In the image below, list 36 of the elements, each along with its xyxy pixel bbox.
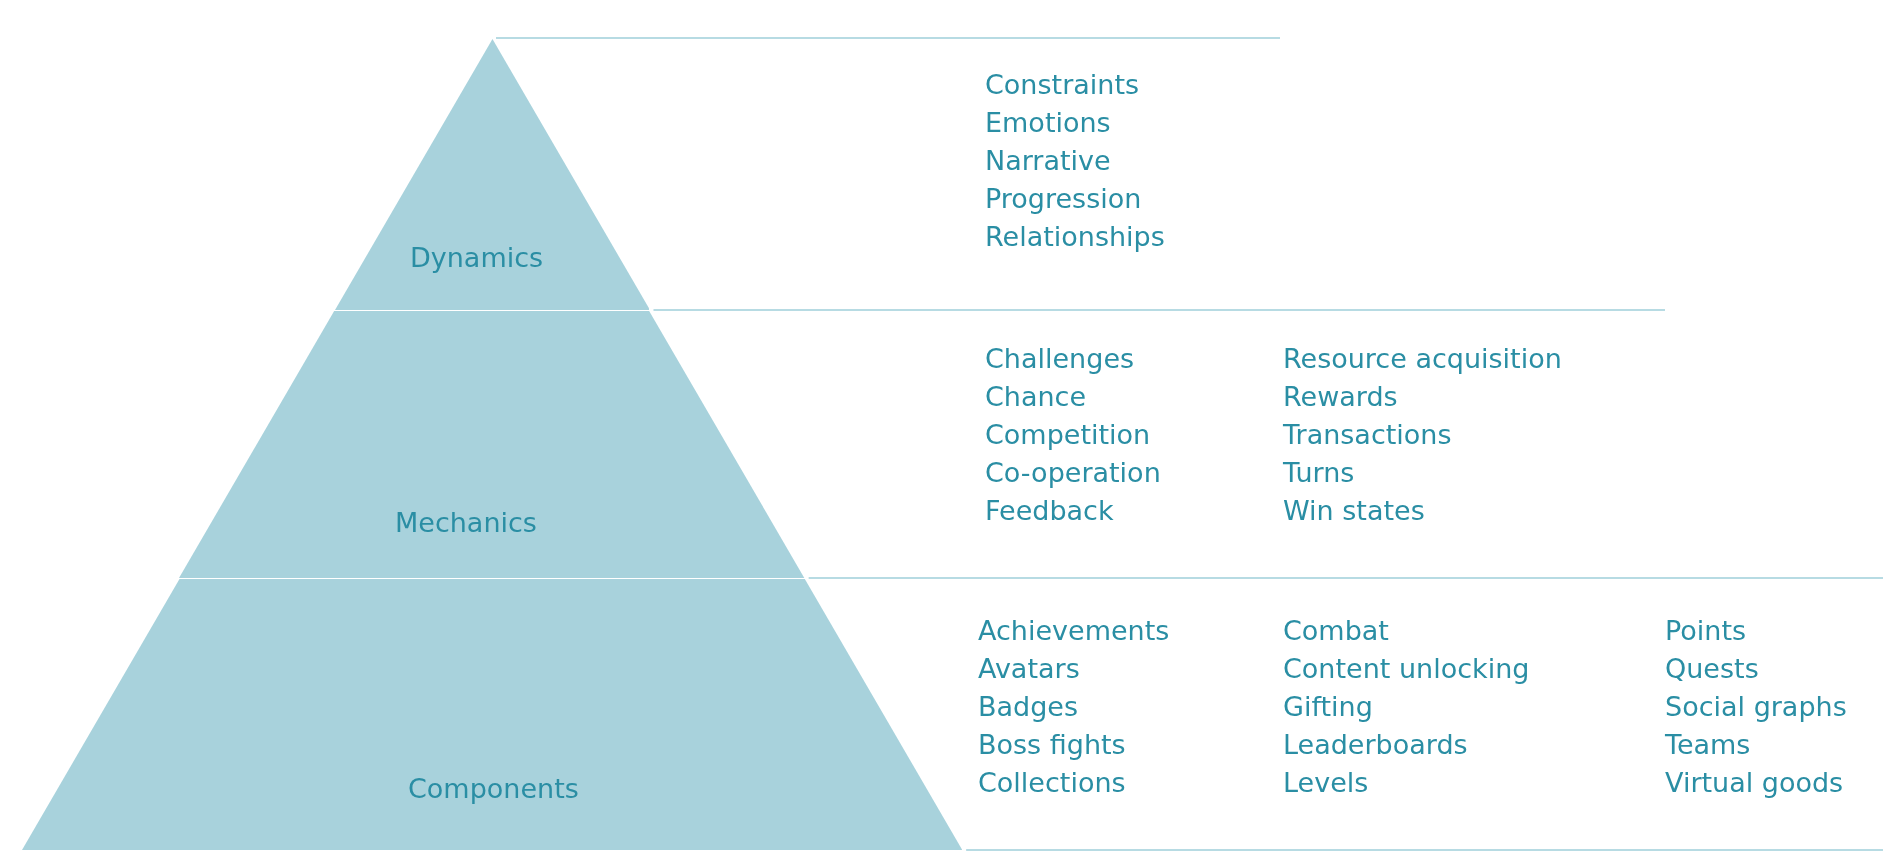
pyramid-layer: [21, 578, 963, 850]
pyramid-top-triangle: [334, 38, 650, 310]
list-item: Badges: [978, 690, 1079, 724]
list-item: Transactions: [1283, 418, 1452, 452]
list-item: Boss fights: [978, 728, 1126, 762]
list-item: Competition: [985, 418, 1151, 452]
layer-label: Dynamics: [410, 242, 544, 273]
list-item: Levels: [1283, 766, 1369, 800]
list-item: Teams: [1665, 728, 1751, 762]
list-item: Chance: [985, 380, 1087, 414]
list-item: Narrative: [985, 144, 1111, 178]
list-item: Rewards: [1283, 380, 1398, 414]
list-item: Progression: [985, 182, 1142, 216]
list-item: Win states: [1283, 494, 1425, 528]
list-item: Turns: [1283, 456, 1355, 490]
layer-label: Components: [408, 773, 579, 804]
list-item: Relationships: [985, 220, 1165, 254]
pyramid-layer: [179, 310, 805, 578]
list-item: Constraints: [985, 68, 1140, 102]
list-item: Virtual goods: [1665, 766, 1844, 800]
list-item: Emotions: [985, 106, 1111, 140]
list-item: Points: [1665, 614, 1747, 648]
list-item: Avatars: [978, 652, 1080, 686]
layer-label: Mechanics: [395, 507, 537, 538]
list-item: Social graphs: [1665, 690, 1847, 724]
list-item: Content unlocking: [1283, 652, 1530, 686]
list-item: Leaderboards: [1283, 728, 1468, 762]
list-item: Collections: [978, 766, 1126, 800]
list-item: Combat: [1283, 614, 1389, 648]
list-item: Feedback: [985, 494, 1114, 528]
list-item: Gifting: [1283, 690, 1373, 724]
list-item: Resource acquisition: [1283, 342, 1562, 376]
list-item: Co-operation: [985, 456, 1161, 490]
list-item: Achievements: [978, 614, 1170, 648]
list-item: Quests: [1665, 652, 1759, 686]
list-item: Challenges: [985, 342, 1135, 376]
